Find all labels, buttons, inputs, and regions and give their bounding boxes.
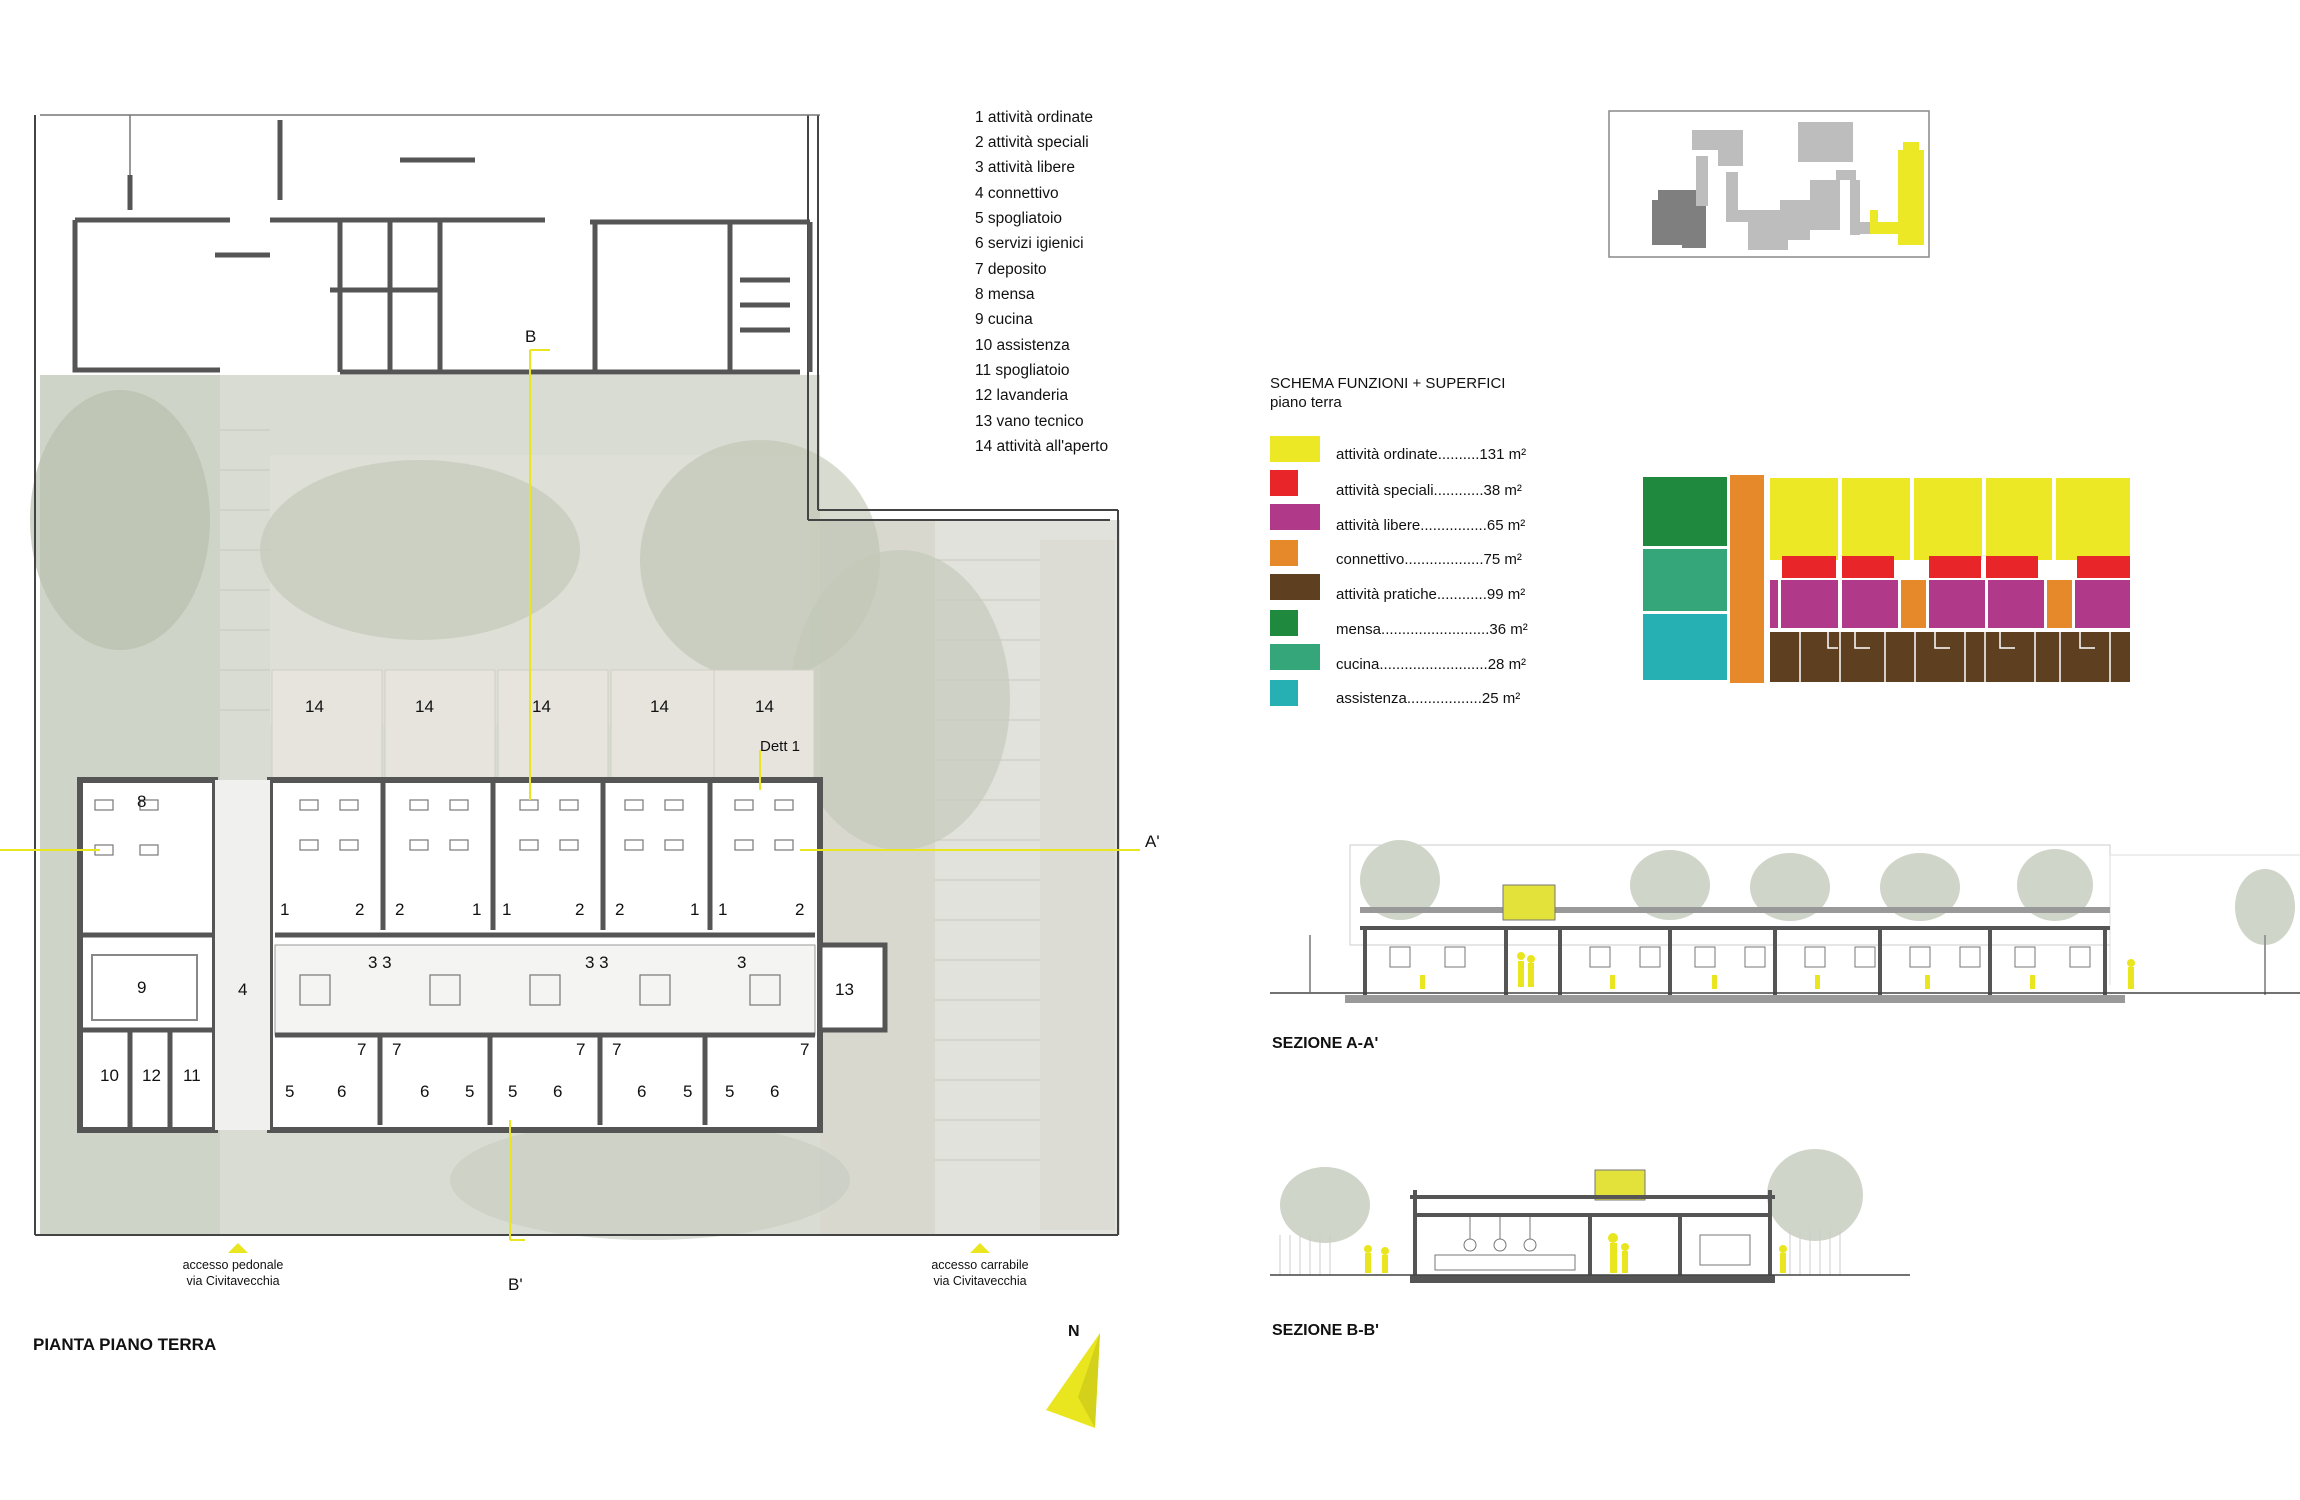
schema-item-label: attività pratiche............99 m² xyxy=(1336,586,1526,603)
room-5-e: 5 xyxy=(725,1082,735,1101)
schema-subtitle: piano terra xyxy=(1270,394,1342,411)
room-6-d: 6 xyxy=(637,1082,647,1101)
north-arrow-icon xyxy=(1046,1333,1100,1428)
swatch-connettivo xyxy=(1270,540,1298,566)
room-8: 8 xyxy=(137,792,147,811)
room-7-a: 7 xyxy=(357,1040,367,1059)
schema-title: SCHEMA FUNZIONI + SUPERFICI xyxy=(1270,375,1506,392)
room-5-a: 5 xyxy=(285,1082,295,1101)
legend-item: 13 vano tecnico xyxy=(975,413,1084,430)
schema-item-label: mensa..........................36 m² xyxy=(1336,621,1528,638)
function-diagram xyxy=(1643,475,2130,683)
access-pedestrian-line1: accesso pedonale xyxy=(182,1258,284,1272)
legend-item: 2 attività speciali xyxy=(975,134,1089,151)
room-6-a: 6 xyxy=(337,1082,347,1101)
schema-item-label: attività ordinate..........131 m² xyxy=(1336,446,1527,463)
legend-item: 14 attività all'aperto xyxy=(975,438,1109,455)
section-aa-drawing xyxy=(1270,840,2300,1003)
room-5-d: 5 xyxy=(683,1082,693,1101)
room-5-b: 5 xyxy=(465,1082,475,1101)
swatch-attivita-ordinate xyxy=(1270,436,1320,462)
legend-item: 9 cucina xyxy=(975,311,1033,328)
room-7-c: 7 xyxy=(576,1040,586,1059)
room-2-d: 2 xyxy=(615,900,625,919)
legend-item: 6 servizi igienici xyxy=(975,235,1084,252)
room-14-e: 14 xyxy=(755,697,774,716)
room-1-c: 1 xyxy=(502,900,512,919)
swatch-cucina xyxy=(1270,644,1320,670)
section-bb-title: SEZIONE B-B' xyxy=(1272,1322,1379,1339)
legend-item: 12 lavanderia xyxy=(975,387,1069,404)
room-3-c: 3 xyxy=(737,953,747,972)
north-label: N xyxy=(1068,1323,1080,1340)
room-1-d: 1 xyxy=(690,900,700,919)
room-2-b: 2 xyxy=(395,900,405,919)
access-pedestrian-line2: via Civitavecchia xyxy=(186,1274,280,1288)
legend-item: 1 attività ordinate xyxy=(975,109,1094,126)
room-1-b: 1 xyxy=(472,900,482,919)
swatch-attivita-libere xyxy=(1270,504,1320,530)
access-car-line1: accesso carrabile xyxy=(931,1258,1029,1272)
key-map xyxy=(1608,110,1930,258)
access-car-line2: via Civitavecchia xyxy=(933,1274,1027,1288)
legend-item: 4 connettivo xyxy=(975,185,1059,202)
schema-item-label: assistenza..................25 m² xyxy=(1336,690,1521,707)
room-6-e: 6 xyxy=(770,1082,780,1101)
swatch-attivita-speciali xyxy=(1270,470,1298,496)
swatch-attivita-pratiche xyxy=(1270,574,1320,600)
room-14-a: 14 xyxy=(305,697,324,716)
schema-item-label: attività libere................65 m² xyxy=(1336,517,1526,534)
schema-item-label: attività speciali............38 m² xyxy=(1336,482,1522,499)
legend-item: 5 spogliatoio xyxy=(975,210,1063,227)
dett-1-label: Dett 1 xyxy=(760,738,801,755)
room-1-e: 1 xyxy=(718,900,728,919)
room-14-c: 14 xyxy=(532,697,551,716)
floor-plan xyxy=(0,114,1140,1253)
legend-item: 7 deposito xyxy=(975,261,1047,278)
schema-item-label: cucina..........................28 m² xyxy=(1336,656,1527,673)
room-6-b: 6 xyxy=(420,1082,430,1101)
legend-item: 8 mensa xyxy=(975,286,1035,303)
legend-item: 10 assistenza xyxy=(975,337,1070,354)
room-1-a: 1 xyxy=(280,900,290,919)
room-2-a: 2 xyxy=(355,900,365,919)
room-14-b: 14 xyxy=(415,697,434,716)
room-3-a: 3 3 xyxy=(368,953,392,972)
section-bb-drawing xyxy=(1270,1149,1910,1283)
room-10: 10 xyxy=(100,1066,119,1085)
room-7-e: 7 xyxy=(800,1040,810,1059)
room-4: 4 xyxy=(238,980,248,999)
room-6-c: 6 xyxy=(553,1082,563,1101)
section-mark-a: A' xyxy=(1145,832,1160,851)
section-mark-b: B xyxy=(525,327,537,346)
room-3-b: 3 3 xyxy=(585,953,609,972)
legend-item: 11 spogliatoio xyxy=(975,362,1070,379)
room-5-c: 5 xyxy=(508,1082,518,1101)
room-13: 13 xyxy=(835,980,854,999)
room-11: 11 xyxy=(183,1066,201,1085)
room-7-d: 7 xyxy=(612,1040,622,1059)
room-12: 12 xyxy=(142,1066,161,1085)
swatch-mensa xyxy=(1270,610,1298,636)
room-14-d: 14 xyxy=(650,697,669,716)
room-2-e: 2 xyxy=(795,900,805,919)
swatch-assistenza xyxy=(1270,680,1298,706)
room-9: 9 xyxy=(137,978,147,997)
room-2-c: 2 xyxy=(575,900,585,919)
legend-item: 3 attività libere xyxy=(975,159,1075,176)
section-aa-title: SEZIONE A-A' xyxy=(1272,1035,1379,1052)
room-7-b: 7 xyxy=(392,1040,402,1059)
plan-title: PIANTA PIANO TERRA xyxy=(33,1335,217,1354)
section-mark-b2: B' xyxy=(508,1275,523,1294)
schema-item-label: connettivo...................75 m² xyxy=(1336,551,1522,568)
